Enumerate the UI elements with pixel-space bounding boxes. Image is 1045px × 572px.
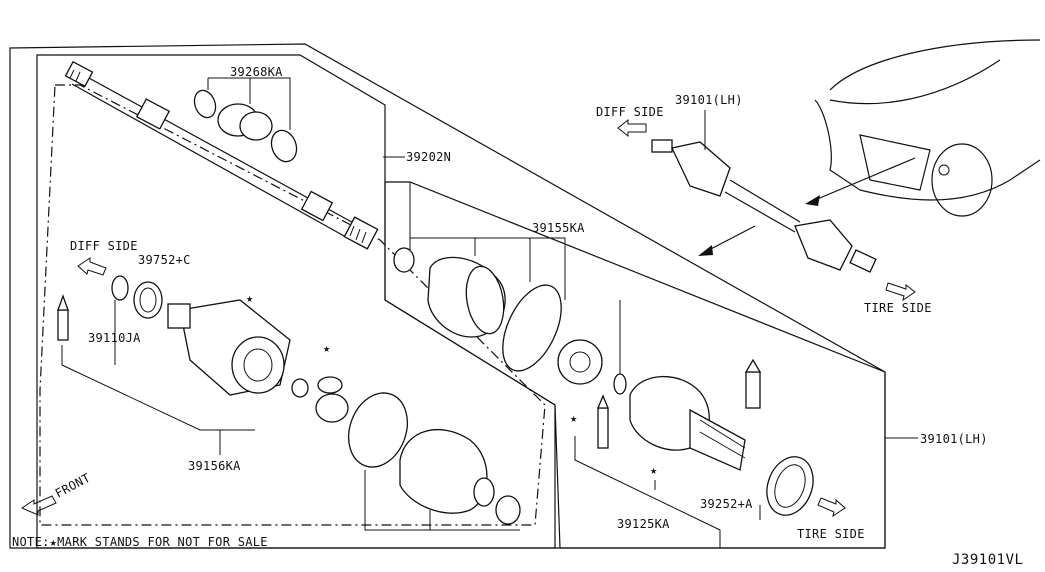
- note-text: NOTE:★MARK STANDS FOR NOT FOR SALE: [12, 535, 268, 549]
- inner-boot-kit: [193, 77, 298, 163]
- label-39125ka: 39125KA: [617, 517, 670, 531]
- drive-shaft: [64, 60, 379, 250]
- diff-side-label-top: DIFF SIDE: [596, 105, 664, 119]
- diff-side-label-left: DIFF SIDE: [70, 239, 138, 253]
- inner-joint-parts: [57, 275, 521, 531]
- star-mark-spider: ★: [323, 341, 331, 355]
- direction-arrows: [20, 118, 916, 518]
- label-39202n: 39202N: [406, 150, 451, 164]
- assembly-illustration: [651, 110, 877, 273]
- label-39101-lh-top: 39101(LH): [675, 93, 743, 107]
- label-39268ka: 39268KA: [230, 65, 283, 79]
- star-mark-outer: ★: [650, 463, 658, 477]
- label-39252a: 39252+A: [700, 497, 753, 511]
- outer-joint-frame: [384, 181, 886, 549]
- star-mark-joint: ★: [246, 291, 254, 305]
- label-39101-lh-main: 39101(LH): [920, 432, 988, 446]
- diagram-code: J39101VL: [952, 552, 1023, 568]
- front-label: FRONT: [53, 471, 93, 501]
- tire-side-label-right: TIRE SIDE: [864, 301, 932, 315]
- outer-boot-kit: [393, 182, 603, 385]
- label-39155ka: 39155KA: [532, 221, 585, 235]
- label-39156ka: 39156KA: [188, 459, 241, 473]
- label-39752c: 39752+C: [138, 253, 191, 267]
- inner-joint-dash-frame: [39, 84, 546, 526]
- label-39110ja: 39110JA: [88, 331, 141, 345]
- tire-side-label-bottom: TIRE SIDE: [797, 527, 865, 541]
- outer-joint-parts: [574, 300, 814, 548]
- car-illustration: [698, 39, 1041, 256]
- star-mark-pin: ★: [570, 411, 578, 425]
